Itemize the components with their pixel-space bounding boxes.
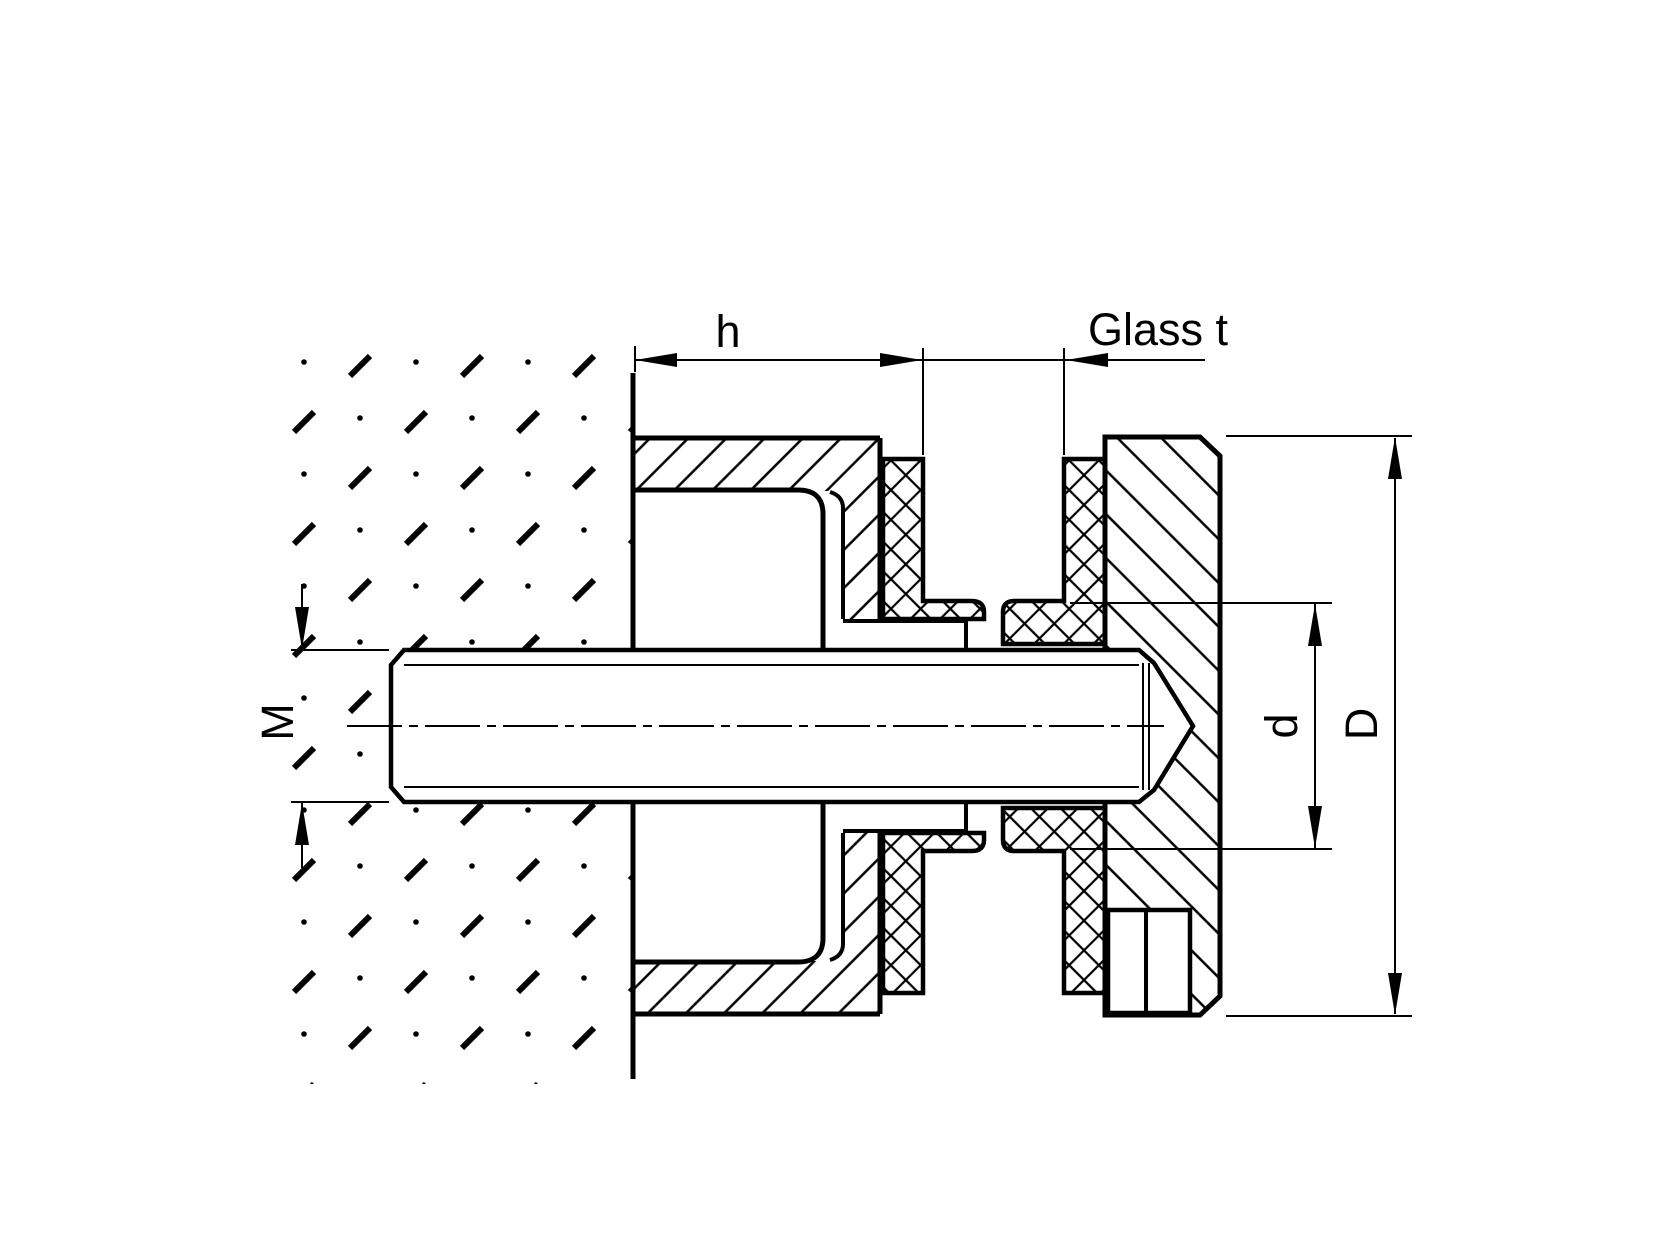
arrowhead-dd-top (1388, 437, 1402, 479)
dimension-label-h: h (715, 306, 740, 357)
body-seat-lower (843, 804, 968, 833)
arrowhead-m-top (295, 607, 309, 649)
gasket-top-right (1000, 456, 1108, 647)
setscrew-slot (1105, 907, 1193, 1016)
dimension-label-m: M (252, 703, 303, 741)
body-bore-edge-upper (829, 490, 845, 619)
gasket-bottom-right (1000, 805, 1108, 996)
arrowhead-m-bottom (295, 803, 309, 845)
dimension-label-dd: D (1336, 708, 1387, 741)
arrowhead-d-bottom (1308, 806, 1322, 848)
arrowhead-h-right (880, 353, 922, 367)
gasket-bottom-left (880, 830, 987, 996)
threaded-stud (347, 647, 1196, 805)
body-seat-upper (843, 619, 968, 648)
body-cavity-edge-upper (635, 487, 826, 650)
dimension-annotations: h Glass t M d D (252, 304, 1412, 1017)
body-cavity-edge-lower (635, 802, 826, 965)
gaskets (880, 456, 1108, 996)
body-bore-edge-lower (829, 833, 845, 962)
dimension-label-glass-t: Glass t (1088, 304, 1229, 355)
arrowhead-glasst (1066, 353, 1108, 367)
arrowhead-h-left (635, 353, 677, 367)
standoff-body-top (631, 435, 968, 650)
gasket-top-left (880, 456, 987, 622)
body-top-hatch (633, 440, 880, 621)
body-bottom-hatch (633, 831, 880, 1012)
arrowhead-d-top (1308, 604, 1322, 646)
arrowhead-dd-bottom (1388, 973, 1402, 1015)
dimension-label-d: d (1256, 713, 1307, 738)
